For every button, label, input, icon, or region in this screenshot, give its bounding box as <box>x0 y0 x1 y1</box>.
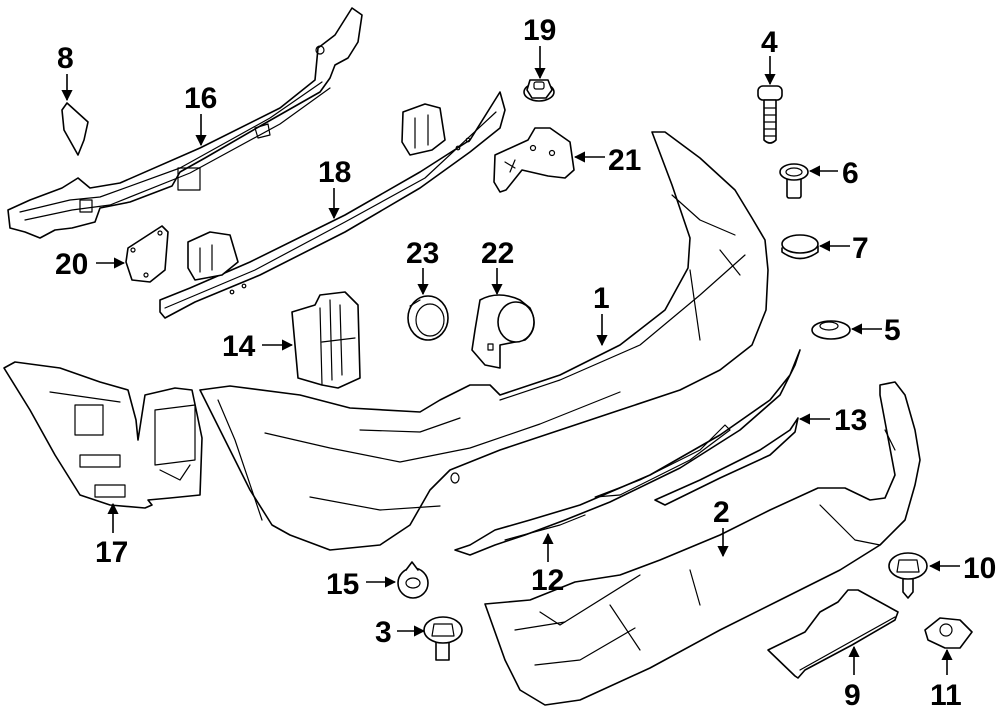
callout-label-7: 7 <box>852 232 869 265</box>
part-13-reflector-strip <box>654 417 799 506</box>
callout-22: 22 <box>481 237 514 296</box>
callout-6: 6 <box>808 157 859 190</box>
callout-1: 1 <box>593 282 610 347</box>
callout-label-11: 11 <box>930 679 962 712</box>
part-15-retainer-nut <box>397 561 429 599</box>
callout-17: 17 <box>95 502 128 569</box>
part-12-trim-molding <box>454 349 801 556</box>
part-6-grommet <box>779 163 809 199</box>
callout-label-4: 4 <box>761 26 778 59</box>
part-3-bolt <box>423 616 463 661</box>
callout-14: 14 <box>222 330 294 363</box>
callout-label-3: 3 <box>375 616 392 649</box>
part-2-lower-valance <box>484 381 921 706</box>
callout-11: 11 <box>930 648 962 712</box>
callout-label-15: 15 <box>326 568 359 601</box>
part-19-nut <box>523 79 555 102</box>
callout-label-18: 18 <box>318 156 351 189</box>
part-7-cap <box>781 234 819 260</box>
callout-23: 23 <box>406 237 439 296</box>
callout-label-17: 17 <box>95 536 128 569</box>
part-5-washer <box>811 320 851 340</box>
callout-7: 7 <box>818 232 869 265</box>
callout-21: 21 <box>573 144 641 177</box>
part-1-bumper-cover <box>199 131 769 551</box>
callout-10: 10 <box>928 552 996 585</box>
callout-label-14: 14 <box>222 330 256 363</box>
callout-20: 20 <box>55 248 126 281</box>
callout-15: 15 <box>326 568 397 601</box>
callout-label-1: 1 <box>593 282 610 315</box>
callout-2: 2 <box>713 496 730 558</box>
part-18-impact-bar <box>159 91 506 319</box>
callout-label-20: 20 <box>55 248 88 281</box>
callout-label-5: 5 <box>884 314 901 347</box>
part-16-upper-reinforcement <box>7 7 363 239</box>
callout-label-19: 19 <box>523 14 556 47</box>
callout-12: 12 <box>531 532 564 597</box>
part-23-sensor-retainer-ring <box>407 295 449 341</box>
callout-label-23: 23 <box>406 237 439 270</box>
part-10-bolt <box>888 552 928 599</box>
callout-18: 18 <box>318 156 351 220</box>
callout-label-6: 6 <box>842 157 859 190</box>
callout-16: 16 <box>184 82 217 147</box>
part-4-screw <box>757 85 783 144</box>
callout-label-2: 2 <box>713 496 730 529</box>
part-20-bracket-plate <box>125 225 169 283</box>
part-9-splash-shield <box>767 589 899 679</box>
callout-5: 5 <box>850 314 901 347</box>
callout-label-22: 22 <box>481 237 514 270</box>
part-8-bracket-plate <box>61 102 89 156</box>
part-22-park-sensor <box>471 294 535 369</box>
callout-label-12: 12 <box>531 564 564 597</box>
callout-label-8: 8 <box>57 42 74 75</box>
callout-19: 19 <box>523 14 556 80</box>
callout-label-9: 9 <box>844 679 861 712</box>
callout-4: 4 <box>761 26 778 86</box>
callout-label-21: 21 <box>608 144 641 177</box>
callout-label-16: 16 <box>184 82 217 115</box>
callout-label-13: 13 <box>834 404 867 437</box>
part-14-mount-bracket <box>291 291 361 389</box>
part-17-side-support-bracket <box>3 361 203 509</box>
callout-8: 8 <box>57 42 74 102</box>
callout-13: 13 <box>798 404 867 437</box>
part-11-clip-nut <box>924 617 973 649</box>
callout-label-10: 10 <box>963 552 996 585</box>
callout-9: 9 <box>844 645 861 712</box>
part-21-side-bracket <box>493 127 575 193</box>
callout-3: 3 <box>375 616 426 649</box>
